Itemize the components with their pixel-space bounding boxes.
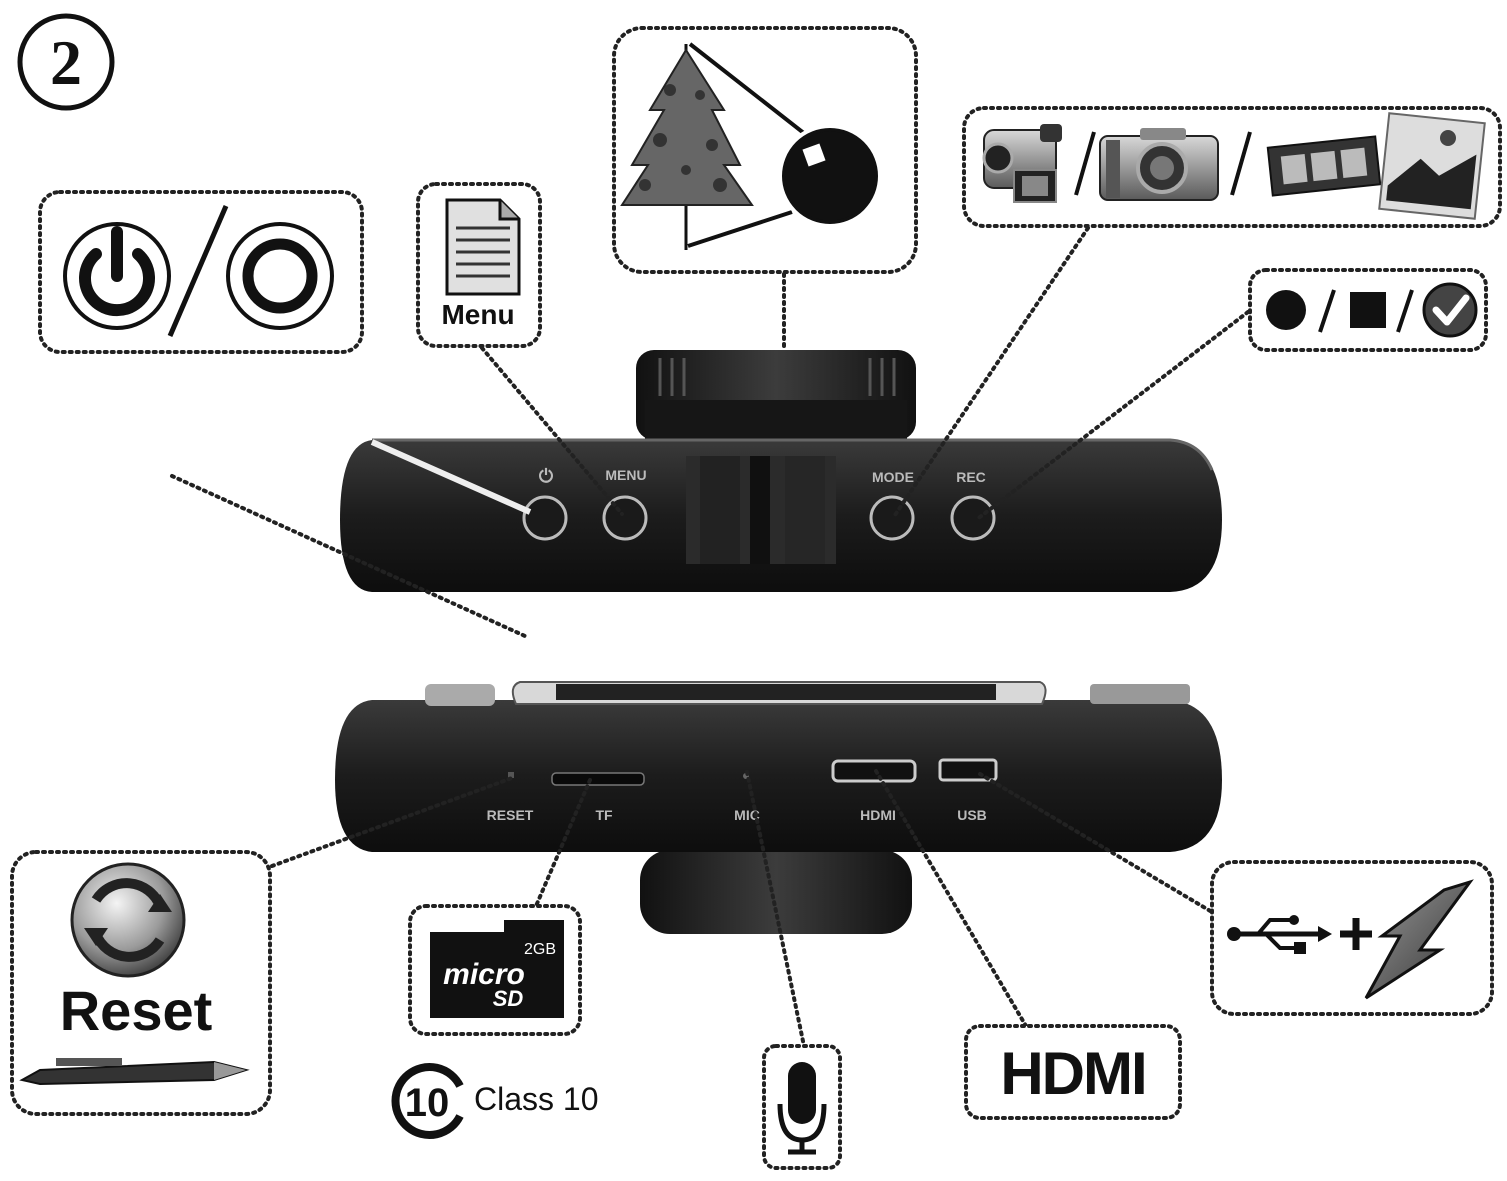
power-icon	[63, 222, 171, 330]
mode-callout	[962, 106, 1502, 228]
rec-button[interactable]	[950, 495, 996, 541]
lens-callout	[612, 26, 918, 274]
usb-callout	[1210, 860, 1494, 1016]
step-number: 2	[50, 27, 82, 98]
record-dot-icon	[1266, 290, 1306, 330]
device-top-view: ⏻ MENU MODE REC	[340, 350, 1222, 592]
usb-icon	[1227, 915, 1332, 954]
checkmark-icon	[1422, 282, 1478, 338]
pen-icon	[19, 1058, 250, 1086]
card-sd: SD	[493, 986, 524, 1011]
document-icon	[445, 198, 521, 296]
reset-hole[interactable]	[508, 772, 514, 778]
usb-label: USB	[957, 807, 987, 823]
circle-icon	[226, 222, 334, 330]
reset-text: Reset	[60, 979, 213, 1042]
camera-icon	[1099, 128, 1219, 201]
class-badge-number: 10	[405, 1081, 450, 1125]
tree-icon	[620, 44, 754, 250]
class10-badge: 10 Class 10	[391, 1063, 599, 1139]
reset-label: RESET	[487, 807, 534, 823]
filmstrip-icon	[1266, 135, 1382, 197]
plus-sign	[1340, 918, 1372, 950]
camcorder-icon	[982, 124, 1062, 203]
card-brand: micro	[443, 958, 525, 991]
power-callout	[38, 190, 364, 354]
tf-callout: 2GB micro SD	[408, 904, 582, 1036]
reset-callout: Reset	[10, 850, 272, 1116]
hdmi-callout: HDMI	[964, 1024, 1182, 1120]
lens-icon	[778, 124, 882, 228]
rec-callout	[1248, 268, 1488, 352]
lightning-icon	[1364, 879, 1474, 1000]
microsd-icon: 2GB micro SD	[430, 920, 564, 1018]
menu-text: Menu	[441, 299, 514, 330]
mode-label: MODE	[872, 469, 914, 485]
mic-label: MIC	[734, 807, 760, 823]
step-badge: 2	[17, 13, 115, 111]
power-button[interactable]	[522, 495, 568, 541]
leader-lines	[170, 226, 1250, 1048]
menu-callout: Menu	[416, 182, 542, 348]
device-bottom-view: RESET TF MIC HDMI USB	[335, 681, 1222, 934]
tf-slot[interactable]	[551, 772, 645, 786]
microphone-icon	[777, 1062, 827, 1155]
hdmi-label: HDMI	[860, 807, 896, 823]
class10-icon: 10	[391, 1063, 464, 1139]
hdmi-logo: HDMI	[1000, 1040, 1145, 1107]
tf-label: TF	[595, 807, 613, 823]
stop-square-icon	[1350, 292, 1386, 328]
rec-label: REC	[956, 469, 986, 485]
photo-icon	[1378, 112, 1486, 220]
mode-button[interactable]	[869, 495, 915, 541]
hdmi-icon: HDMI	[1000, 1040, 1147, 1107]
card-capacity: 2GB	[524, 941, 556, 958]
menu-button[interactable]	[602, 495, 648, 541]
power-label: ⏻	[539, 466, 554, 486]
reset-arrows-icon	[70, 862, 186, 978]
mic-callout	[762, 1044, 842, 1170]
menu-label: MENU	[605, 467, 646, 483]
class-text: Class 10	[474, 1081, 599, 1117]
